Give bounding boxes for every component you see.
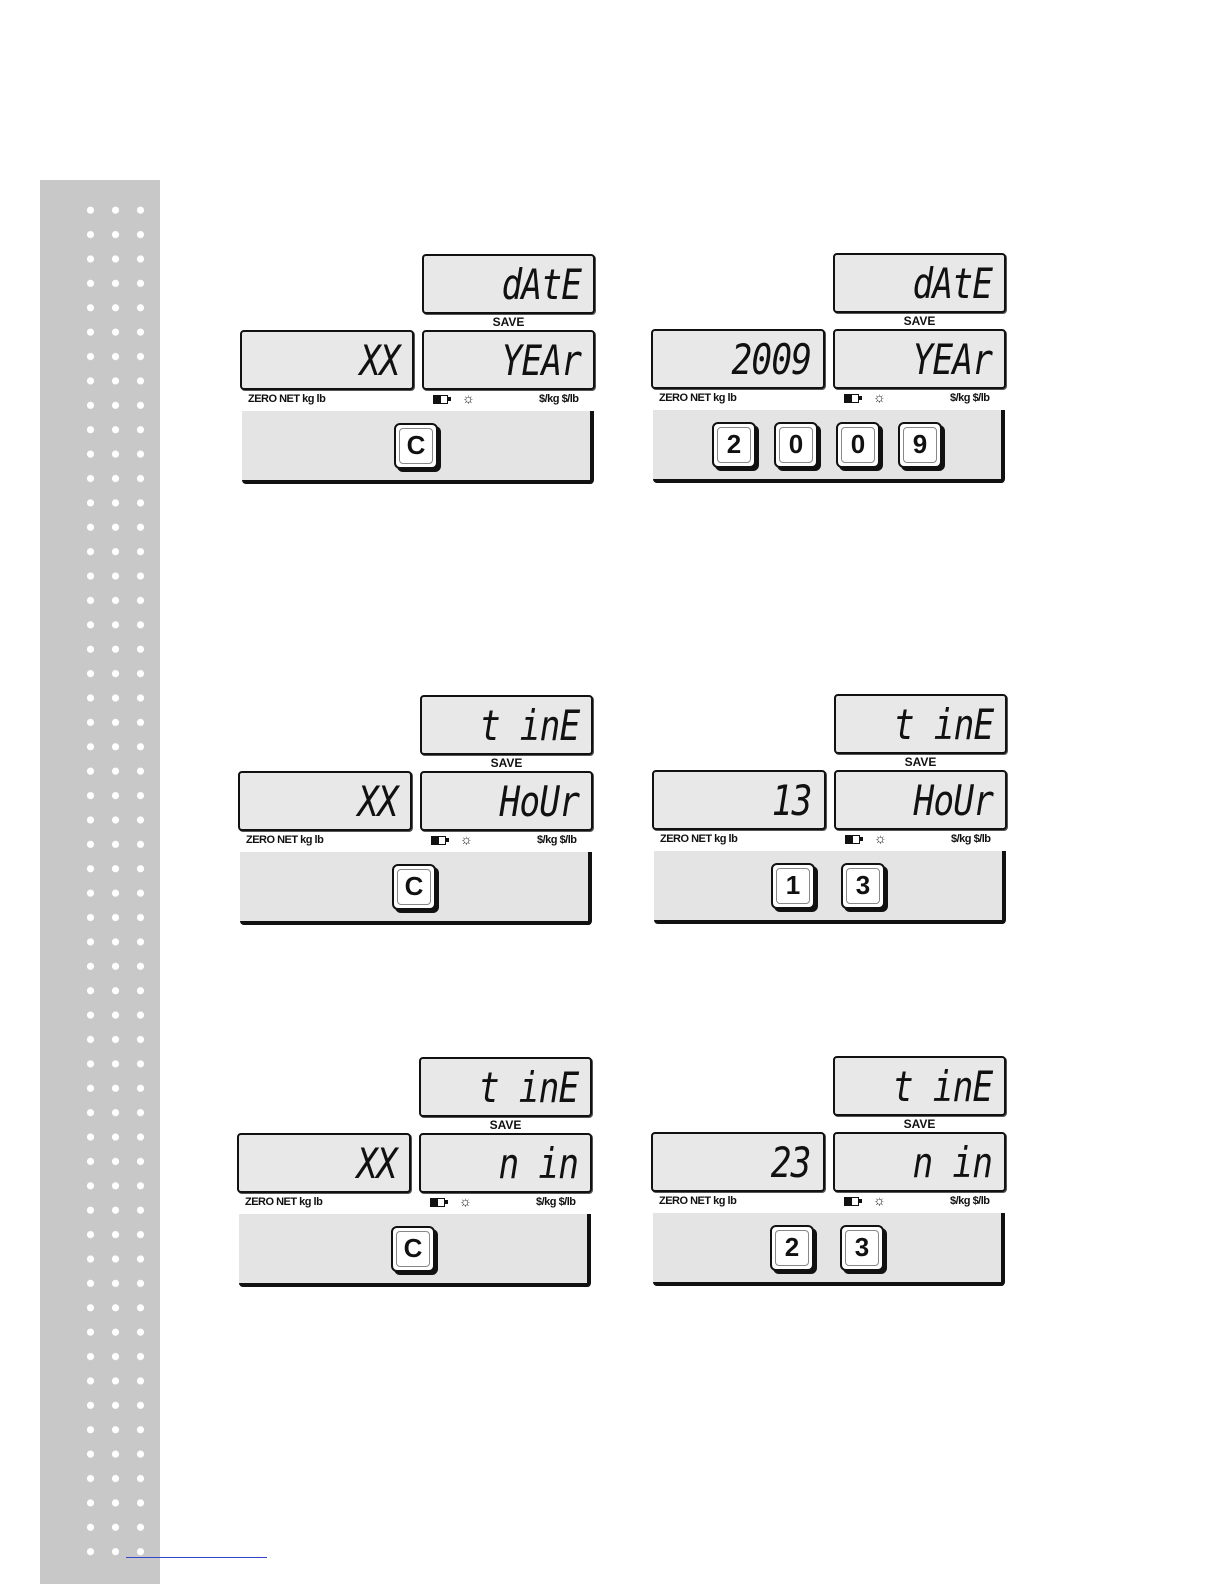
backlight-icon: ☼ (459, 1193, 471, 1209)
lcd-value-text: XX (360, 336, 400, 386)
display-panel-date-year-before: dAtE SAVE XX YEAr ZERO NET kg lb ☼ $/kg … (240, 254, 600, 494)
display-panel-time-min-after: t inE SAVE 23 n in ZERO NET kg lb ☼ $/kg… (651, 1056, 1011, 1296)
unit-annunciators: ZERO NET kg lb (245, 1196, 322, 1208)
digit-key-1[interactable]: 1 (771, 863, 815, 909)
battery-icon (430, 1198, 448, 1207)
unit-annunciators: ZERO NET kg lb (659, 392, 736, 404)
lcd-value-text: 13 (772, 776, 812, 826)
price-annunciators: $/kg $/lb (539, 393, 579, 405)
save-indicator: SAVE (834, 755, 1007, 769)
lcd-field-text: n in (912, 1138, 992, 1188)
lcd-top-text: dAtE (501, 260, 581, 310)
lcd-value-display: 2009 (651, 329, 825, 389)
backlight-icon: ☼ (873, 1192, 885, 1208)
unit-annunciators: ZERO NET kg lb (246, 834, 323, 846)
keypad: 1 3 (654, 851, 1006, 924)
lcd-top-display: dAtE (422, 254, 595, 314)
digit-key-2[interactable]: 2 (770, 1225, 814, 1271)
digit-key-0[interactable]: 0 (836, 422, 880, 468)
keypad: C (239, 1214, 591, 1287)
lcd-top-text: t inE (478, 1063, 578, 1113)
save-indicator: SAVE (422, 315, 595, 329)
backlight-icon: ☼ (460, 831, 472, 847)
clear-key[interactable]: C (394, 423, 438, 469)
unit-annunciators: ZERO NET kg lb (660, 833, 737, 845)
digit-key-2[interactable]: 2 (712, 422, 756, 468)
digit-key-9[interactable]: 9 (898, 422, 942, 468)
battery-icon (844, 394, 862, 403)
lcd-field-text: YEAr (501, 336, 581, 386)
keypad: C (242, 411, 594, 484)
digit-key-3[interactable]: 3 (840, 1225, 884, 1271)
price-annunciators: $/kg $/lb (537, 834, 577, 846)
lcd-field-display: HoUr (834, 770, 1007, 830)
lcd-field-display: YEAr (422, 330, 595, 390)
clear-key[interactable]: C (391, 1226, 435, 1272)
lcd-field-text: YEAr (912, 335, 992, 385)
digit-key-3[interactable]: 3 (841, 863, 885, 909)
save-indicator: SAVE (833, 1117, 1006, 1131)
lcd-field-display: YEAr (833, 329, 1006, 389)
lcd-value-text: 23 (771, 1138, 811, 1188)
lcd-value-text: 2009 (731, 335, 811, 385)
keypad: 2 0 0 9 (653, 410, 1005, 483)
lcd-value-text: XX (357, 1139, 397, 1189)
price-annunciators: $/kg $/lb (536, 1196, 576, 1208)
lcd-top-display: dAtE (833, 253, 1006, 313)
backlight-icon: ☼ (873, 389, 885, 405)
keypad: C (240, 852, 592, 925)
dot-pattern (78, 198, 144, 1558)
footnote-rule (126, 1557, 267, 1558)
display-panel-date-year-after: dAtE SAVE 2009 YEAr ZERO NET kg lb ☼ $/k… (651, 253, 1011, 493)
clear-key[interactable]: C (392, 864, 436, 910)
battery-icon (433, 395, 451, 404)
price-annunciators: $/kg $/lb (951, 833, 991, 845)
lcd-top-display: t inE (419, 1057, 592, 1117)
display-panel-time-hour-after: t inE SAVE 13 HoUr ZERO NET kg lb ☼ $/kg… (652, 694, 1012, 934)
lcd-top-display: t inE (834, 694, 1007, 754)
lcd-field-display: HoUr (420, 771, 593, 831)
lcd-field-text: HoUr (499, 777, 579, 827)
price-annunciators: $/kg $/lb (950, 1195, 990, 1207)
lcd-value-display: XX (240, 330, 414, 390)
lcd-value-display: 23 (651, 1132, 825, 1192)
lcd-top-text: t inE (479, 701, 579, 751)
digit-key-0[interactable]: 0 (774, 422, 818, 468)
side-margin-bar (40, 180, 160, 1584)
display-panel-time-hour-before: t inE SAVE XX HoUr ZERO NET kg lb ☼ $/kg… (238, 695, 598, 935)
lcd-top-text: t inE (893, 700, 993, 750)
lcd-top-display: t inE (833, 1056, 1006, 1116)
display-panel-time-min-before: t inE SAVE XX n in ZERO NET kg lb ☼ $/kg… (237, 1057, 597, 1297)
lcd-field-display: n in (419, 1133, 592, 1193)
lcd-field-text: HoUr (913, 776, 993, 826)
lcd-top-text: t inE (892, 1062, 992, 1112)
battery-icon (845, 835, 863, 844)
save-indicator: SAVE (419, 1118, 592, 1132)
lcd-top-text: dAtE (912, 259, 992, 309)
lcd-value-display: XX (238, 771, 412, 831)
lcd-field-text: n in (498, 1139, 578, 1189)
backlight-icon: ☼ (462, 390, 474, 406)
save-indicator: SAVE (420, 756, 593, 770)
battery-icon (844, 1197, 862, 1206)
lcd-value-text: XX (358, 777, 398, 827)
unit-annunciators: ZERO NET kg lb (659, 1195, 736, 1207)
lcd-value-display: 13 (652, 770, 826, 830)
keypad: 2 3 (653, 1213, 1005, 1286)
battery-icon (431, 836, 449, 845)
lcd-top-display: t inE (420, 695, 593, 755)
save-indicator: SAVE (833, 314, 1006, 328)
backlight-icon: ☼ (874, 830, 886, 846)
price-annunciators: $/kg $/lb (950, 392, 990, 404)
lcd-field-display: n in (833, 1132, 1006, 1192)
lcd-value-display: XX (237, 1133, 411, 1193)
unit-annunciators: ZERO NET kg lb (248, 393, 325, 405)
